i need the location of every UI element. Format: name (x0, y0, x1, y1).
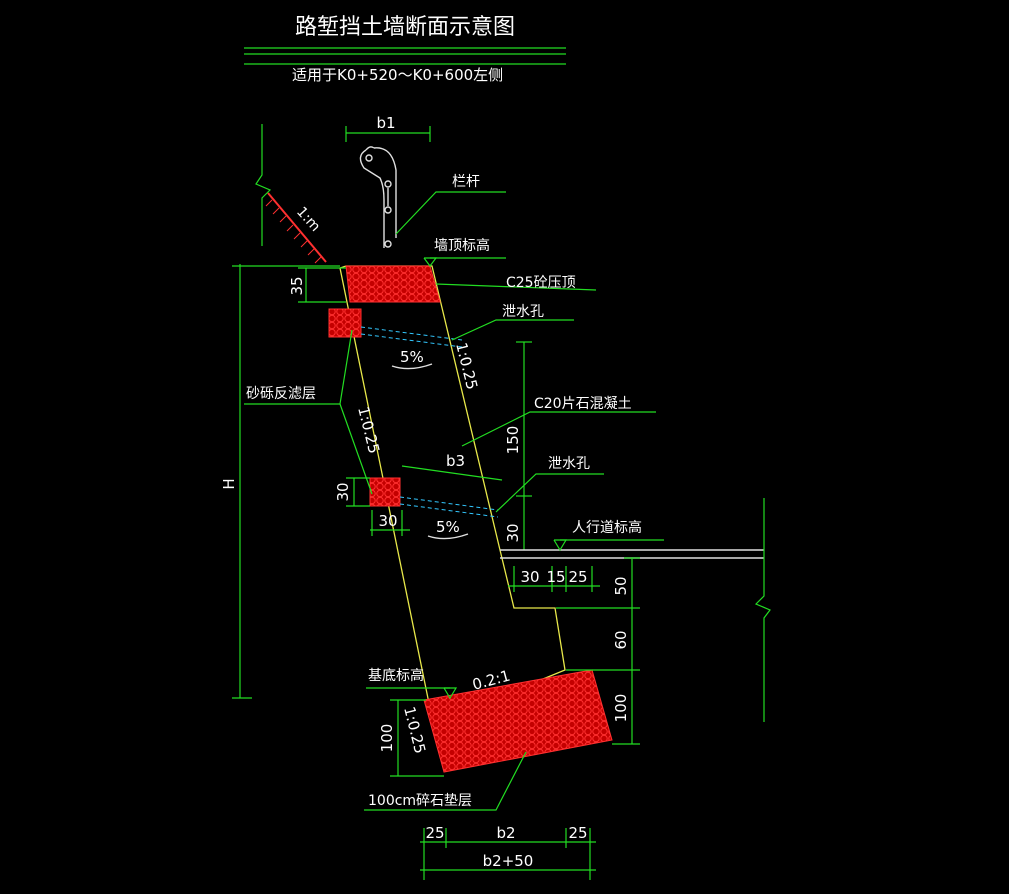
drain-hole-lower-top (399, 496, 499, 511)
leader-filter-lower (339, 403, 373, 495)
leader-drain-2 (495, 473, 604, 513)
slope-base-face-label: 1:0.25 (400, 705, 429, 756)
label-wall-top-elev: 墙顶标高 (434, 237, 490, 254)
cut-slope-line (267, 192, 327, 263)
dim-100-left: 100 (378, 724, 396, 753)
dim-150: 150 (504, 426, 522, 455)
sidewalk-elev-marker (553, 539, 568, 552)
leader-gravel-cushion (364, 751, 527, 811)
dim-30a: 30 (520, 568, 539, 586)
label-c20-rubble: C20片石混凝土 (534, 396, 632, 412)
leader-c25 (435, 283, 597, 291)
label-drain-hole-2: 泄水孔 (548, 456, 590, 472)
right-break-line (754, 498, 771, 722)
label-drain-hole-1: 泄水孔 (502, 304, 544, 320)
ground-hatch (265, 199, 322, 264)
leader-railing (395, 191, 506, 235)
dim-30-hole: 30 (334, 482, 352, 501)
label-base-elev: 基底标高 (368, 667, 424, 684)
dim-100-right: 100 (612, 694, 630, 723)
dim-50: 50 (612, 576, 630, 595)
railing-hole-2 (384, 180, 392, 188)
railing-hole-4 (384, 240, 392, 248)
dim-15: 15 (546, 568, 565, 586)
dim-30-bottom: 30 (378, 512, 397, 530)
slope-ratio-label: 1:m (293, 204, 323, 235)
dim-35: 35 (288, 276, 306, 295)
filter-block-lower (369, 477, 401, 507)
slope-face-label: 1:0.25 (354, 405, 383, 456)
label-c25-cap: C25砼压顶 (506, 275, 576, 291)
railing-post-right (373, 147, 397, 238)
grade-lower: 5% (436, 518, 460, 536)
grade-upper-arrow (391, 363, 433, 370)
drawing-title: 路堑挡土墙断面示意图 (295, 15, 515, 40)
dim-60: 60 (612, 630, 630, 649)
dim-b3-line (401, 465, 503, 481)
dim-b2-plus: b2+50 (483, 852, 534, 870)
dim-b2: b2 (496, 824, 515, 842)
wall-top-elev-marker (423, 257, 438, 267)
drawing-subtitle: 适用于K0+520～K0+600左侧 (292, 66, 503, 84)
drain-hole-upper-bottom (360, 333, 463, 348)
railing-post-left (359, 149, 385, 248)
leader-drain-1 (451, 319, 574, 341)
leader-c20 (461, 411, 656, 447)
c25-cap-hatch (345, 265, 441, 303)
label-railing: 栏杆 (452, 174, 480, 190)
dim-b1: b1 (376, 114, 395, 132)
label-gravel-filter: 砂砾反滤层 (246, 386, 316, 402)
filter-block-upper (328, 308, 362, 338)
dim-25a: 25 (568, 568, 587, 586)
gravel-cushion-hatch (423, 669, 613, 773)
label-gravel-cushion: 100cm碎石垫层 (368, 793, 472, 809)
dim-b3: b3 (446, 452, 465, 470)
dim-H: H (220, 478, 238, 489)
railing-hole-3 (384, 206, 392, 214)
railing-top (365, 146, 375, 151)
label-sidewalk-elev: 人行道标高 (572, 519, 642, 536)
drain-hole-upper-top (360, 326, 463, 341)
left-break-line (255, 124, 272, 246)
drain-hole-lower-bottom (399, 503, 499, 518)
dim-25-right: 25 (568, 824, 587, 842)
dim-25-left: 25 (425, 824, 444, 842)
railing-hole-1 (365, 154, 373, 162)
grade-upper: 5% (400, 348, 424, 366)
dim-30-right: 30 (504, 523, 522, 542)
grade-lower-arrow (427, 533, 469, 540)
